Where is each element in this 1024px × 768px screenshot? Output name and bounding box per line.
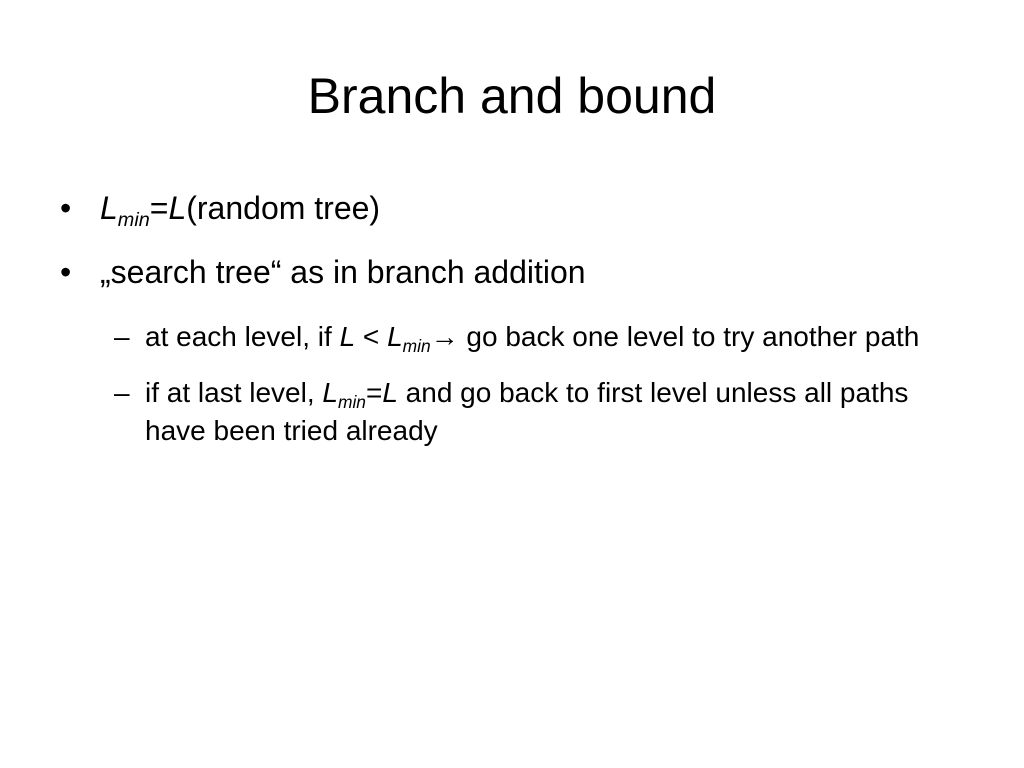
sub-bullet-item-last-level: – if at last level, Lmin=L and go back t… [60, 374, 935, 450]
bullet-item-search-tree: • „search tree“ as in branch addition [60, 250, 960, 294]
text-fragment: at each level, if [145, 321, 340, 352]
var-l: L [322, 377, 338, 408]
var-l: L [339, 321, 356, 352]
subscript-min: min [337, 392, 366, 413]
bullet-text: Lmin=L(random tree) [100, 190, 381, 230]
bullet-item-lmin: • Lmin=L(random tree) [60, 186, 960, 230]
subscript-min: min [117, 208, 150, 231]
bullet-rest: (random tree) [186, 190, 381, 226]
var-l: L [382, 377, 398, 408]
bullet-marker: • [60, 190, 72, 226]
sub-bullet-text: at each level, if L < Lmin→ go back one … [145, 321, 920, 355]
text-fragment: go back one level to try another path [458, 321, 920, 352]
subscript-min: min [402, 336, 431, 357]
var-l: L [387, 321, 403, 352]
slide-title: Branch and bound [307, 68, 717, 124]
less-than-sign: < [355, 321, 388, 352]
var-l: L [100, 190, 118, 226]
text-fragment: if at last level, [145, 377, 323, 408]
sub-bullet-text: if at last level, Lmin=L and go back to … [145, 377, 908, 446]
var-l: L [168, 190, 187, 226]
bullet-list: • Lmin=L(random tree) • „search tree“ as… [60, 186, 960, 304]
sub-bullet-marker: – [114, 377, 130, 408]
equals-sign: = [149, 190, 169, 226]
bullet-marker: • [60, 254, 72, 290]
sub-bullet-marker: – [114, 321, 130, 352]
sub-bullet-item-each-level: – at each level, if L < Lmin→ go back on… [60, 318, 935, 356]
equals-sign: = [365, 377, 383, 408]
right-arrow-icon: → [430, 321, 459, 352]
bullet-text: „search tree“ as in branch addition [100, 254, 586, 290]
sub-bullet-list: – at each level, if L < Lmin→ go back on… [60, 318, 935, 468]
text-fragment: and go back to first level unless all pa… [145, 377, 909, 446]
